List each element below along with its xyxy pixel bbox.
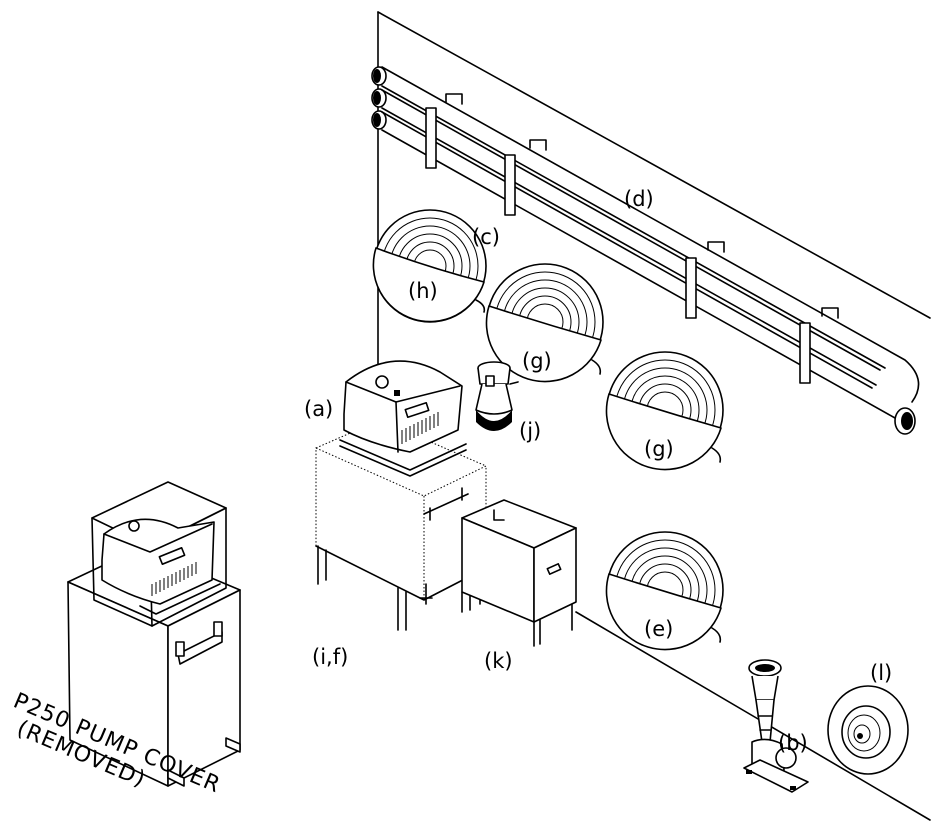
pipe-clamp [685, 241, 725, 319]
pump-j [475, 361, 519, 431]
label-j: (j) [519, 419, 541, 443]
p250-pump-cover-removed [67, 481, 241, 787]
label-c: (c) [472, 225, 500, 249]
pipe-rack [371, 66, 920, 435]
hose-reel-e [605, 531, 724, 651]
pipe-clamp [799, 307, 839, 384]
label-b: (b) [778, 731, 808, 755]
label-d: (d) [624, 187, 654, 211]
label-h: (h) [408, 279, 438, 303]
pump-on-stand [315, 360, 487, 631]
pipe-clamp [425, 93, 463, 169]
pipe-clamp [504, 139, 547, 216]
label-k: (k) [484, 649, 513, 673]
pulley-l [827, 685, 909, 775]
label-g-2: (g) [644, 437, 674, 461]
hose-reel-g1 [485, 263, 604, 383]
callout-labels: (c) (d) (h) (g) (g) (e) (a) (j) (i,f) (k… [304, 187, 892, 755]
hose-reel-g2 [605, 351, 724, 471]
label-g-1: (g) [522, 349, 552, 373]
foam-pump-b [743, 659, 809, 793]
label-a: (a) [304, 397, 333, 421]
hose-reel-h [372, 209, 487, 323]
label-e: (e) [644, 617, 673, 641]
storage-box-k [461, 499, 577, 647]
label-i-f: (i,f) [312, 645, 348, 669]
label-l: (l) [870, 661, 892, 685]
